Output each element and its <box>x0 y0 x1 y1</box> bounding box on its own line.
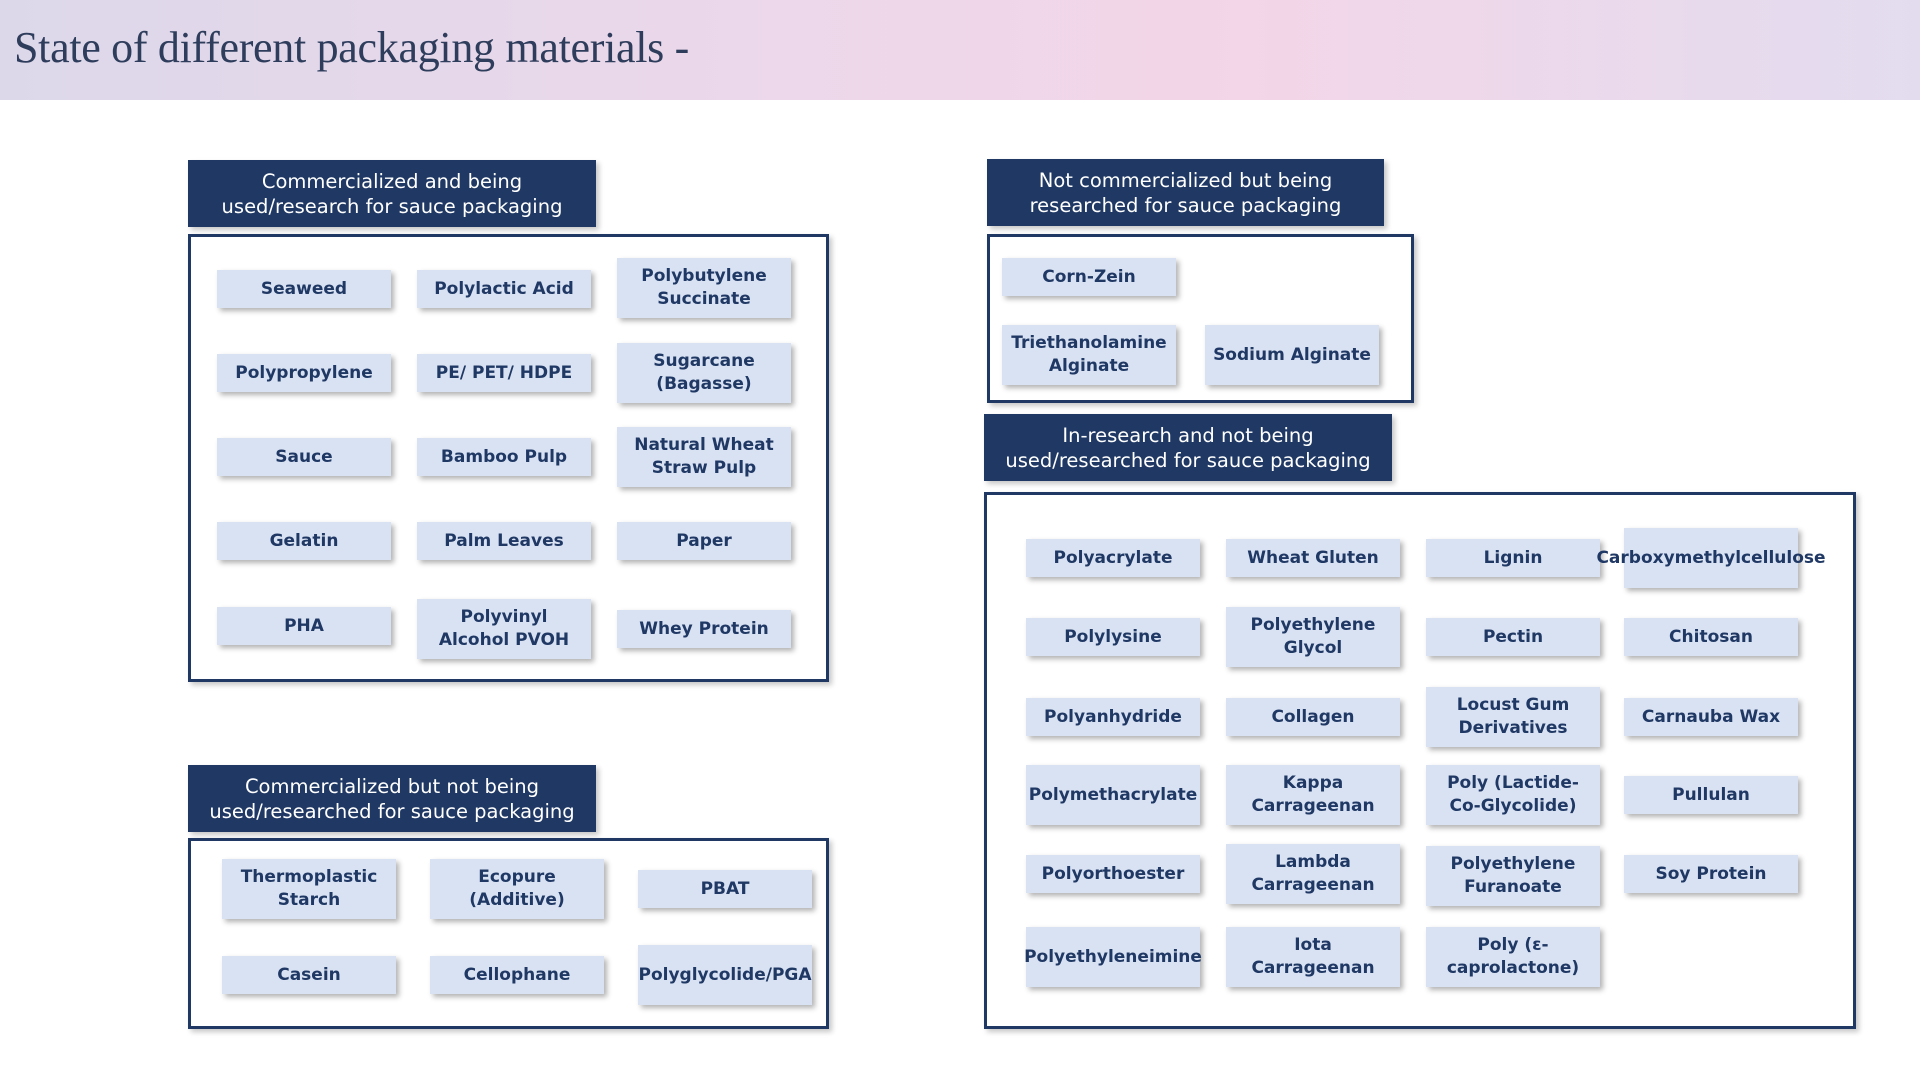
material-chip: Cellophane <box>430 956 604 994</box>
material-chip: Polyethyleneimine <box>1024 927 1202 987</box>
material-chip: Polyglycolide/PGA <box>638 945 812 1005</box>
material-chip: PHA <box>217 607 391 645</box>
material-chip: Pullulan <box>1624 776 1798 814</box>
material-chip: Polyvinyl Alcohol PVOH <box>417 599 591 659</box>
material-chip: Sodium Alginate <box>1205 325 1379 385</box>
material-chip: Polyethylene Glycol <box>1226 607 1400 667</box>
material-chip: Triethanolamine Alginate <box>1002 325 1176 385</box>
material-chip: Polymethacrylate <box>1026 765 1200 825</box>
material-chip: Polybutylene Succinate <box>617 258 791 318</box>
material-chip: Soy Protein <box>1624 855 1798 893</box>
material-chip: Polypropylene <box>217 354 391 392</box>
material-chip: PE/ PET/ HDPE <box>417 354 591 392</box>
material-chip: Polylysine <box>1026 618 1200 656</box>
material-chip: Sauce <box>217 438 391 476</box>
material-chip: Pectin <box>1426 618 1600 656</box>
material-chip: Lignin <box>1426 539 1600 577</box>
material-chip: Polyacrylate <box>1026 539 1200 577</box>
material-chip: Poly (ε-caprolactone) <box>1426 927 1600 987</box>
material-chip: Carnauba Wax <box>1624 698 1798 736</box>
material-chip: Bamboo Pulp <box>417 438 591 476</box>
material-chip: Wheat Gluten <box>1226 539 1400 577</box>
material-chip: Polyethylene Furanoate <box>1426 846 1600 906</box>
material-chip: PBAT <box>638 870 812 908</box>
page-title: State of different packaging materials - <box>14 23 690 72</box>
material-chip: Polylactic Acid <box>417 270 591 308</box>
material-chip: Palm Leaves <box>417 522 591 560</box>
material-chip: Whey Protein <box>617 610 791 648</box>
material-chip: Casein <box>222 956 396 994</box>
material-chip: Kappa Carrageenan <box>1226 765 1400 825</box>
material-chip: Ecopure (Additive) <box>430 859 604 919</box>
material-chip: Corn-Zein <box>1002 258 1176 296</box>
material-chip: Paper <box>617 522 791 560</box>
title-bar <box>0 0 1920 100</box>
material-chip: Thermoplastic Starch <box>222 859 396 919</box>
material-chip: Lambda Carrageenan <box>1226 844 1400 904</box>
material-chip: Natural Wheat Straw Pulp <box>617 427 791 487</box>
material-chip: Collagen <box>1226 698 1400 736</box>
material-chip: Poly (Lactide-Co-Glycolide) <box>1426 765 1600 825</box>
material-chip: Polyanhydride <box>1026 698 1200 736</box>
material-chip: Polyorthoester <box>1026 855 1200 893</box>
material-chip: Locust Gum Derivatives <box>1426 687 1600 747</box>
material-chip: Seaweed <box>217 270 391 308</box>
material-chip: Gelatin <box>217 522 391 560</box>
material-chip: Chitosan <box>1624 618 1798 656</box>
material-chip: Iota Carrageenan <box>1226 927 1400 987</box>
material-chip: Carboxymethylcellulose <box>1596 528 1826 588</box>
material-chip: Sugarcane (Bagasse) <box>617 343 791 403</box>
